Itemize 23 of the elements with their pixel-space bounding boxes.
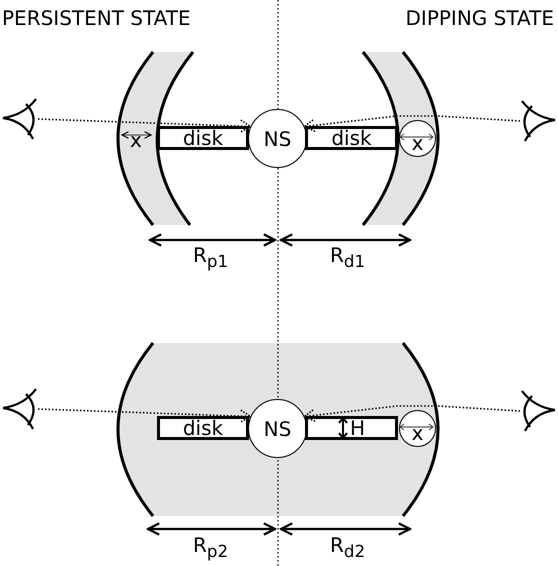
- sightline-arrow: [38, 408, 252, 423]
- section-title: PERSISTENT STATE: [2, 6, 191, 30]
- radius-label: R$_{p1}$: [193, 243, 228, 273]
- node-label: disk: [182, 127, 224, 149]
- node-label: x: [412, 132, 424, 154]
- node-label: NS: [264, 418, 292, 440]
- sightline-arrow: [304, 405, 520, 422]
- thickness-label: x: [130, 128, 142, 152]
- node-label: disk: [182, 417, 224, 439]
- eye-icon: [520, 389, 556, 433]
- radius-label: R$_{d1}$: [330, 243, 366, 273]
- radius-label: R$_{p2}$: [193, 533, 228, 563]
- eye-icon: [520, 99, 556, 143]
- section-title: DIPPING STATE: [406, 6, 554, 30]
- node-label: NS: [264, 128, 292, 150]
- sightline-arrow: [304, 115, 520, 132]
- eye-icon: [2, 387, 38, 431]
- node-label: H: [350, 417, 366, 439]
- eye-icon: [2, 97, 38, 141]
- node-label: x: [412, 422, 424, 444]
- node-label: disk: [331, 127, 372, 149]
- radius-label: R$_{d2}$: [330, 533, 366, 563]
- sightline-arrow: [38, 118, 252, 133]
